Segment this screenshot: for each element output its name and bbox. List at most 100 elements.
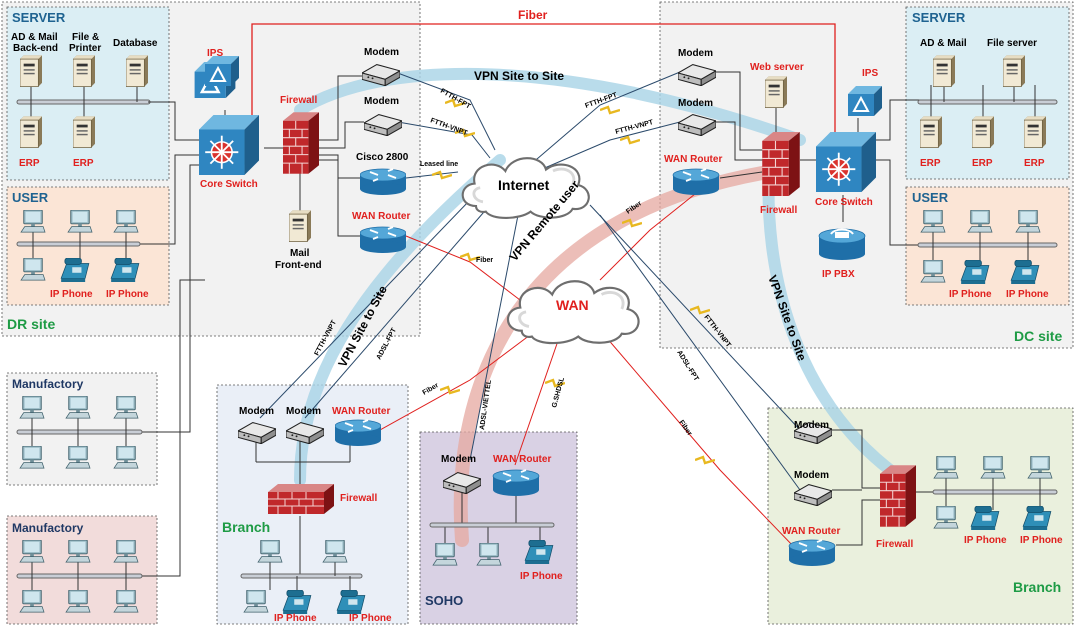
lightning-icon xyxy=(440,385,460,395)
dc-wan-router-icon[interactable] xyxy=(672,168,720,195)
dr-ip-phone-label: IP Phone xyxy=(50,289,93,300)
pc-icon[interactable] xyxy=(113,396,139,419)
br-modem1-label: Modem xyxy=(794,420,829,431)
pc-icon[interactable] xyxy=(67,210,93,233)
br-wan-router-icon[interactable] xyxy=(788,539,836,566)
server-icon[interactable] xyxy=(933,55,955,87)
dc-ips-icon[interactable] xyxy=(848,86,882,116)
pc-icon[interactable] xyxy=(20,210,46,233)
soho-wan-router-icon[interactable] xyxy=(492,469,540,496)
dr-server-label: Back-end xyxy=(13,43,58,54)
pc-icon[interactable] xyxy=(243,590,269,613)
pc-icon[interactable] xyxy=(1015,210,1041,233)
bl-modem1-label: Modem xyxy=(239,406,274,417)
pc-icon[interactable] xyxy=(65,446,91,469)
dc-firewall-label: Firewall xyxy=(760,205,797,216)
bl-ip-phone-label: IP Phone xyxy=(274,613,317,624)
dc-firewall-icon[interactable] xyxy=(762,132,800,196)
ips-icon[interactable] xyxy=(205,56,239,86)
pc-icon[interactable] xyxy=(65,396,91,419)
dc-ip-phone-label: IP Phone xyxy=(1006,289,1049,300)
soho-ip-phone-label: IP Phone xyxy=(520,571,563,582)
pc-icon[interactable] xyxy=(920,260,946,283)
dr-ip-phone-label: IP Phone xyxy=(106,289,149,300)
server-icon[interactable] xyxy=(972,116,994,148)
dr-site-label: DR site xyxy=(7,316,55,332)
dr-firewall-icon[interactable] xyxy=(283,112,319,174)
br-modem2-label: Modem xyxy=(794,470,829,481)
pc-icon[interactable] xyxy=(19,396,45,419)
br-branch-label: Branch xyxy=(1013,579,1061,595)
bl-wan-router-icon[interactable] xyxy=(335,419,381,446)
dr-core-switch-label: Core Switch xyxy=(200,179,258,190)
pc-icon[interactable] xyxy=(1027,456,1053,479)
dc-ip-pbx-label: IP PBX xyxy=(822,269,855,280)
soho-user-devices xyxy=(432,540,554,566)
server-icon[interactable] xyxy=(20,116,42,148)
server-icon[interactable] xyxy=(20,55,42,87)
pc-icon[interactable] xyxy=(19,446,45,469)
dc-core-switch-label: Core Switch xyxy=(815,197,873,208)
pc-icon[interactable] xyxy=(322,540,348,563)
pc-icon[interactable] xyxy=(113,540,139,563)
lightning-icon xyxy=(600,105,620,115)
pc-icon[interactable] xyxy=(65,590,91,613)
pc-icon[interactable] xyxy=(20,258,46,281)
dr-server-label: File & xyxy=(72,32,99,43)
server-icon[interactable] xyxy=(920,116,942,148)
dr-core-switch-icon[interactable] xyxy=(198,115,260,175)
link-label: FTTH-VNPT xyxy=(429,117,469,137)
dc-ip-phone-label: IP Phone xyxy=(949,289,992,300)
soho-wan-router-label: WAN Router xyxy=(493,454,551,465)
manufactory1-title: Manufactory xyxy=(12,377,84,391)
link-label: Fiber xyxy=(677,419,693,437)
vpn-right-tunnel xyxy=(762,144,896,476)
bl-firewall-icon[interactable] xyxy=(268,483,334,515)
pc-icon[interactable] xyxy=(113,446,139,469)
br-ip-phone-label: IP Phone xyxy=(964,535,1007,546)
pc-icon[interactable] xyxy=(257,540,283,563)
dc-wan-router-label: WAN Router xyxy=(664,154,722,165)
soho-box xyxy=(419,431,578,625)
server-icon[interactable] xyxy=(1024,116,1046,148)
vpn-top-label: VPN Site to Site xyxy=(474,69,564,83)
pc-icon[interactable] xyxy=(476,543,502,566)
dc-ip-pbx-icon[interactable] xyxy=(818,227,866,260)
dc-web-server-icon[interactable] xyxy=(765,76,787,108)
pc-icon[interactable] xyxy=(933,506,959,529)
pc-icon[interactable] xyxy=(19,590,45,613)
server-icon[interactable] xyxy=(73,55,95,87)
server-icon[interactable] xyxy=(126,55,148,87)
pc-icon[interactable] xyxy=(113,210,139,233)
bl-firewall-label: Firewall xyxy=(340,493,377,504)
pc-icon[interactable] xyxy=(967,210,993,233)
pc-icon[interactable] xyxy=(19,540,45,563)
dr-cisco-router-icon[interactable] xyxy=(360,168,406,195)
dr-mail-frontend-server-icon[interactable] xyxy=(289,210,311,242)
pc-icon[interactable] xyxy=(113,590,139,613)
link-label: Fiber xyxy=(476,257,493,264)
dr-wan-router-icon[interactable] xyxy=(360,226,406,253)
fiber-top-link xyxy=(251,23,836,140)
server-icon[interactable] xyxy=(1003,55,1025,87)
dr-server-label: AD & Mail xyxy=(11,32,58,43)
bl-modem2-label: Modem xyxy=(286,406,321,417)
bl-wan-router-label: WAN Router xyxy=(332,406,390,417)
link-label: ADSL-FPT xyxy=(675,349,700,383)
pc-icon[interactable] xyxy=(933,456,959,479)
dr-modem2-label: Modem xyxy=(364,96,399,107)
br-firewall-label: Firewall xyxy=(876,539,913,550)
pc-icon[interactable] xyxy=(980,456,1006,479)
dr-server-label: Database xyxy=(113,38,158,49)
server-icon[interactable] xyxy=(73,116,95,148)
pc-icon[interactable] xyxy=(432,543,458,566)
dc-core-switch-icon[interactable] xyxy=(815,132,877,192)
soho-modem-label: Modem xyxy=(441,454,476,465)
lightning-icon xyxy=(620,135,640,145)
pc-icon[interactable] xyxy=(65,540,91,563)
pc-icon[interactable] xyxy=(920,210,946,233)
dr-modem1-label: Modem xyxy=(364,47,399,58)
br-firewall-icon[interactable] xyxy=(880,465,916,527)
dc-user-title: USER xyxy=(912,190,949,205)
link-label: Fiber xyxy=(422,382,441,397)
